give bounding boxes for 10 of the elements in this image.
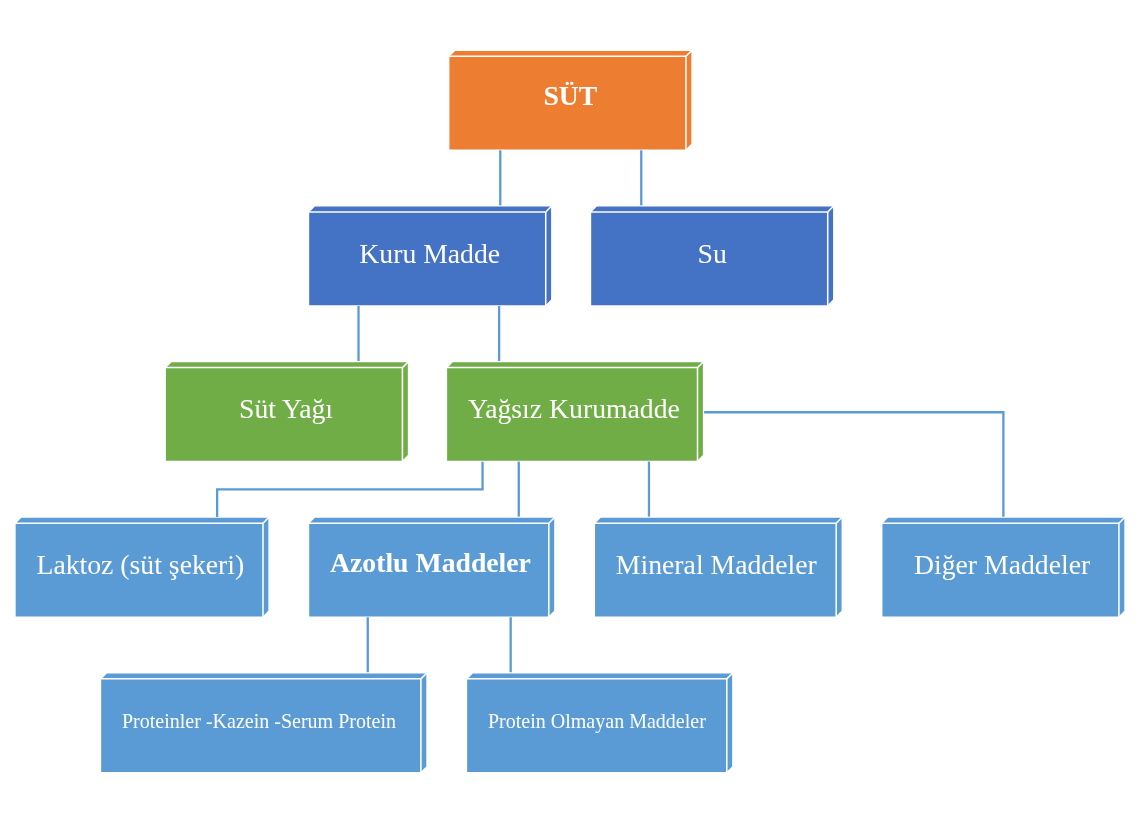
connector [357, 305, 360, 361]
connector [509, 617, 512, 673]
connector [647, 461, 651, 517]
connector [497, 305, 501, 361]
connector [517, 461, 520, 517]
connector [640, 150, 643, 206]
connector [216, 461, 484, 517]
connector [366, 617, 369, 673]
connector [704, 411, 1005, 517]
connector [499, 150, 502, 206]
